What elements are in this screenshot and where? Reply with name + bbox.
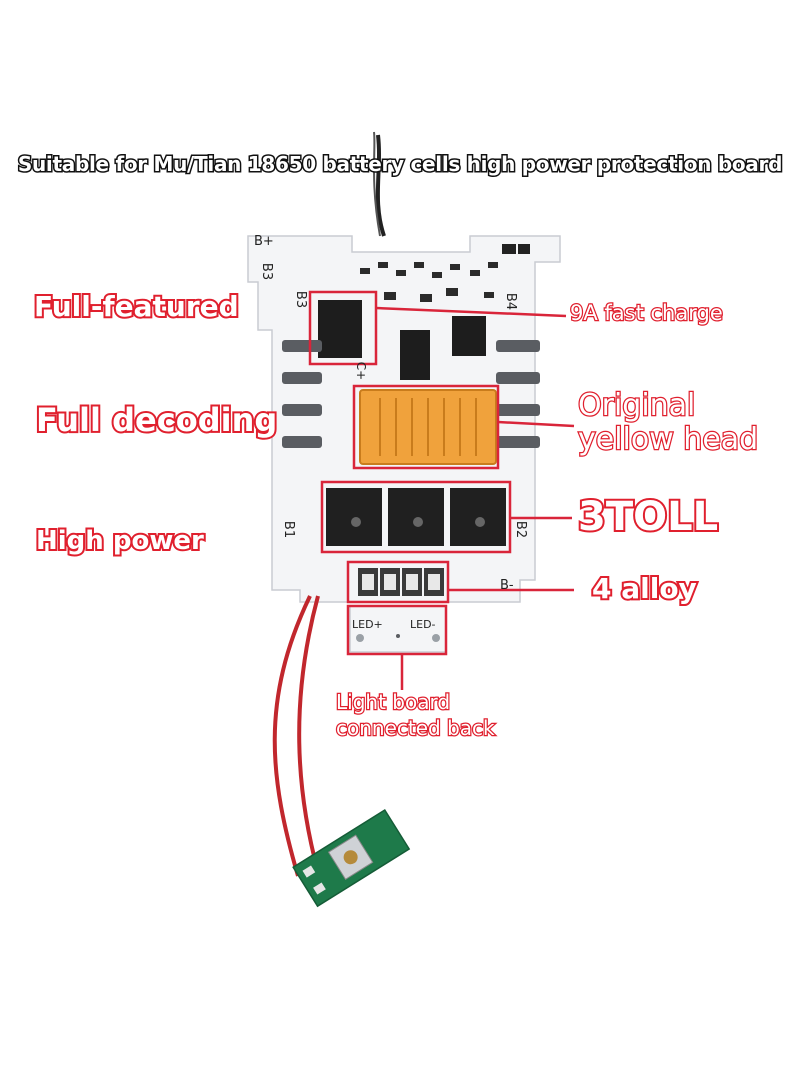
label-c-plus: C+	[354, 361, 369, 381]
toll-mosfets	[326, 488, 506, 546]
callout-yellow-head: yellow head	[577, 422, 760, 457]
label-b4: B4	[503, 292, 519, 311]
black-wire	[375, 134, 386, 237]
red-wire-1	[272, 595, 312, 877]
ring-full-featured	[308, 290, 378, 366]
callout-full-decoding: Full decoding	[34, 401, 279, 439]
callout-full-featured: Full-featured	[32, 290, 241, 324]
smd-components	[360, 244, 530, 302]
ring-yellow-head	[352, 384, 500, 470]
ring-4-alloy	[346, 560, 450, 604]
lead-fast-charge	[375, 306, 567, 318]
battery-tabs	[282, 340, 540, 448]
red-wire-2	[297, 595, 320, 873]
callout-4-alloy: 4 alloy	[590, 572, 699, 606]
label-b2: B2	[513, 520, 529, 539]
callout-3toll: 3TOLL	[576, 494, 720, 540]
alloy-resistors	[358, 568, 444, 596]
callout-original: Original	[577, 388, 697, 423]
callout-fast-charge: 9A fast charge	[569, 301, 724, 326]
label-b1: B1	[281, 520, 297, 539]
callout-light-board: Light board	[335, 690, 452, 714]
ring-led	[346, 604, 448, 656]
mosfet-ic-left	[318, 300, 362, 358]
label-led-plus: LED+	[352, 618, 383, 631]
label-b-minus: B-	[500, 578, 514, 593]
page-title: Suitable for Mu/Tian 18650 battery cells…	[16, 151, 784, 178]
callout-connected-back: connected back	[335, 716, 496, 740]
switch-board	[292, 808, 411, 908]
callout-high-power: High power	[34, 525, 206, 557]
label-b-plus: B+	[254, 234, 274, 249]
controller-ic	[400, 330, 430, 380]
connector-pins	[379, 398, 477, 456]
label-b3: B3	[259, 262, 275, 281]
label-led-minus: LED-	[410, 618, 436, 631]
lead-yellow-head	[497, 420, 575, 428]
label-b3-lower: B3	[293, 290, 309, 309]
charge-ic	[452, 316, 486, 356]
